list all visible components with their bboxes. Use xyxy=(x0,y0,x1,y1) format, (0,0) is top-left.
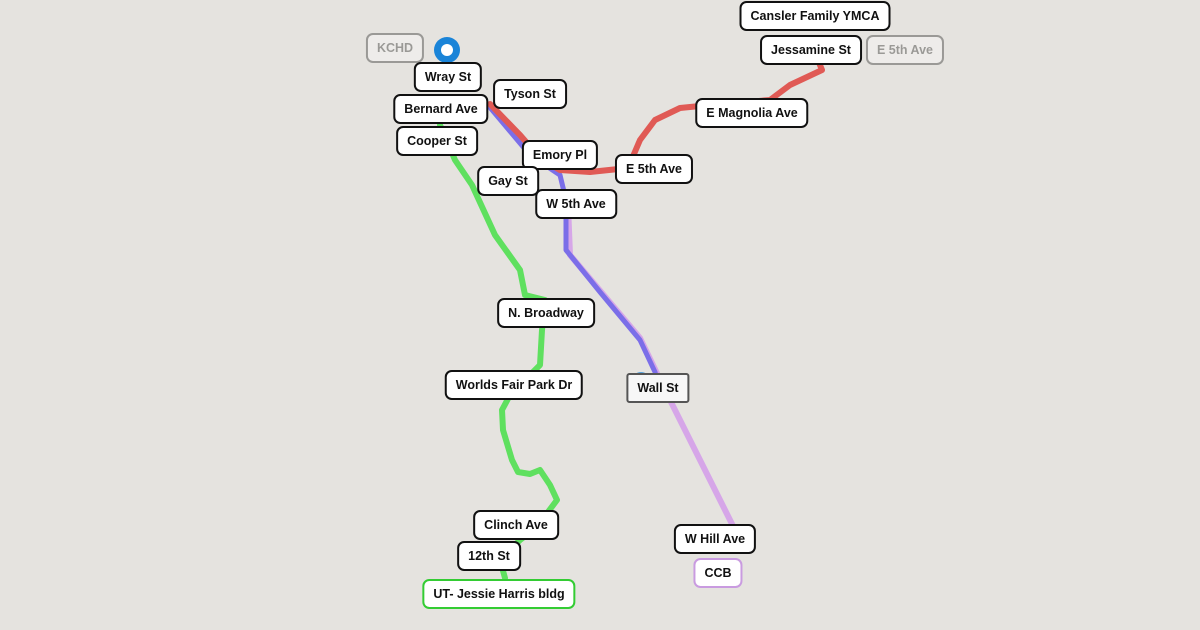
stop-label-e-5th-ave[interactable]: E 5th Ave xyxy=(614,154,694,184)
stop-label-e-5th-ave-2[interactable]: E 5th Ave xyxy=(865,35,945,65)
stop-label-12th-st[interactable]: 12th St xyxy=(457,541,521,571)
stop-label-ccb[interactable]: CCB xyxy=(693,558,743,588)
stop-label-tyson-st[interactable]: Tyson St xyxy=(493,79,567,109)
stop-label-bernard-ave[interactable]: Bernard Ave xyxy=(393,94,489,124)
stop-label-w-5th-ave[interactable]: W 5th Ave xyxy=(535,189,617,219)
stop-label-e-magnolia-ave[interactable]: E Magnolia Ave xyxy=(695,98,809,128)
stop-label-n-broadway[interactable]: N. Broadway xyxy=(497,298,595,328)
stop-label-gay-st[interactable]: Gay St xyxy=(477,166,539,196)
stop-label-cansler-ymca[interactable]: Cansler Family YMCA xyxy=(739,1,891,31)
stop-label-worlds-fair-park-dr[interactable]: Worlds Fair Park Dr xyxy=(444,370,584,400)
stop-label-emory-pl[interactable]: Emory Pl xyxy=(521,140,599,170)
stop-label-clinch-ave[interactable]: Clinch Ave xyxy=(473,510,559,540)
stop-label-wall-st[interactable]: Wall St xyxy=(626,373,690,403)
map-pin-icon[interactable] xyxy=(434,37,460,63)
stop-label-wray-st[interactable]: Wray St xyxy=(413,62,483,92)
stop-label-kchd[interactable]: KCHD xyxy=(365,33,425,63)
stop-label-cooper-st[interactable]: Cooper St xyxy=(396,126,478,156)
stop-label-ut-jessie-harris[interactable]: UT- Jessie Harris bldg xyxy=(422,579,576,609)
stop-label-w-hill-ave[interactable]: W Hill Ave xyxy=(673,524,757,554)
stop-label-jessamine-st[interactable]: Jessamine St xyxy=(760,35,862,65)
